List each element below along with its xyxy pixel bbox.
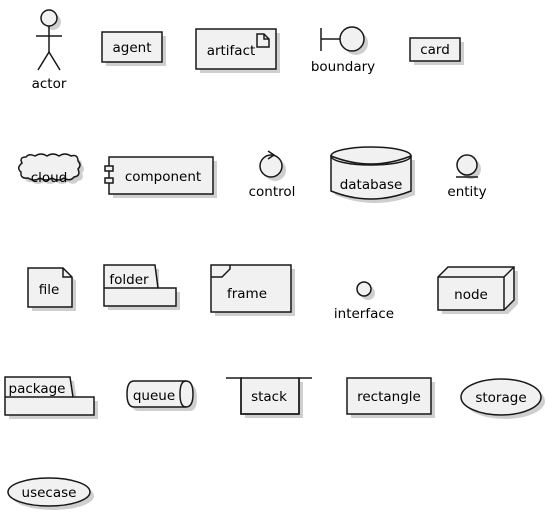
entity-icon (456, 154, 481, 179)
cloud-node: cloud (18, 153, 84, 186)
storage-label: storage (475, 390, 526, 406)
entity-node: entity (447, 154, 487, 200)
agent-label: agent (113, 40, 152, 56)
boundary-label: boundary (311, 59, 375, 75)
boundary-icon (320, 26, 368, 55)
database-label: database (340, 177, 403, 193)
interface-icon (356, 281, 375, 300)
usecase-node: usecase (7, 477, 94, 510)
folder-label: folder (109, 272, 149, 288)
cloud-label: cloud (31, 170, 68, 186)
entity-label: entity (447, 184, 486, 200)
stack-node: stack (226, 377, 312, 418)
control-label: control (249, 184, 296, 200)
database-node: database (330, 146, 415, 203)
component-node: component (104, 156, 217, 198)
interface-label: interface (334, 306, 394, 322)
actor-label: actor (32, 76, 67, 92)
frame-label: frame (227, 286, 267, 302)
control-icon (259, 150, 286, 181)
card-label: card (420, 42, 450, 58)
file-node: file (27, 267, 76, 311)
rectangle-node: rectangle (346, 377, 435, 418)
component-label: component (125, 169, 201, 185)
card-node: card (409, 37, 464, 65)
control-node: control (249, 150, 296, 200)
package-node: package (4, 376, 98, 419)
boundary-node: boundary (311, 26, 375, 75)
file-label: file (39, 282, 60, 298)
node-node: node (437, 266, 518, 314)
package-label: package (9, 381, 66, 397)
storage-node: storage (460, 378, 545, 419)
artifact-node: artifact (195, 28, 280, 73)
stack-label: stack (251, 389, 287, 405)
queue-label: queue (133, 388, 175, 404)
queue-node: queue (126, 380, 197, 411)
agent-node: agent (101, 31, 166, 66)
component-icon (104, 165, 114, 184)
usecase-label: usecase (22, 485, 77, 501)
artifact-document-icon (256, 33, 270, 48)
interface-node: interface (334, 281, 394, 322)
folder-node: folder (103, 264, 180, 310)
rectangle-label: rectangle (357, 389, 421, 405)
node-label: node (454, 287, 488, 303)
actor-node: actor (32, 9, 67, 92)
actor-stick-figure-icon (36, 9, 62, 71)
artifact-label: artifact (207, 43, 256, 59)
frame-node: frame (210, 264, 295, 316)
